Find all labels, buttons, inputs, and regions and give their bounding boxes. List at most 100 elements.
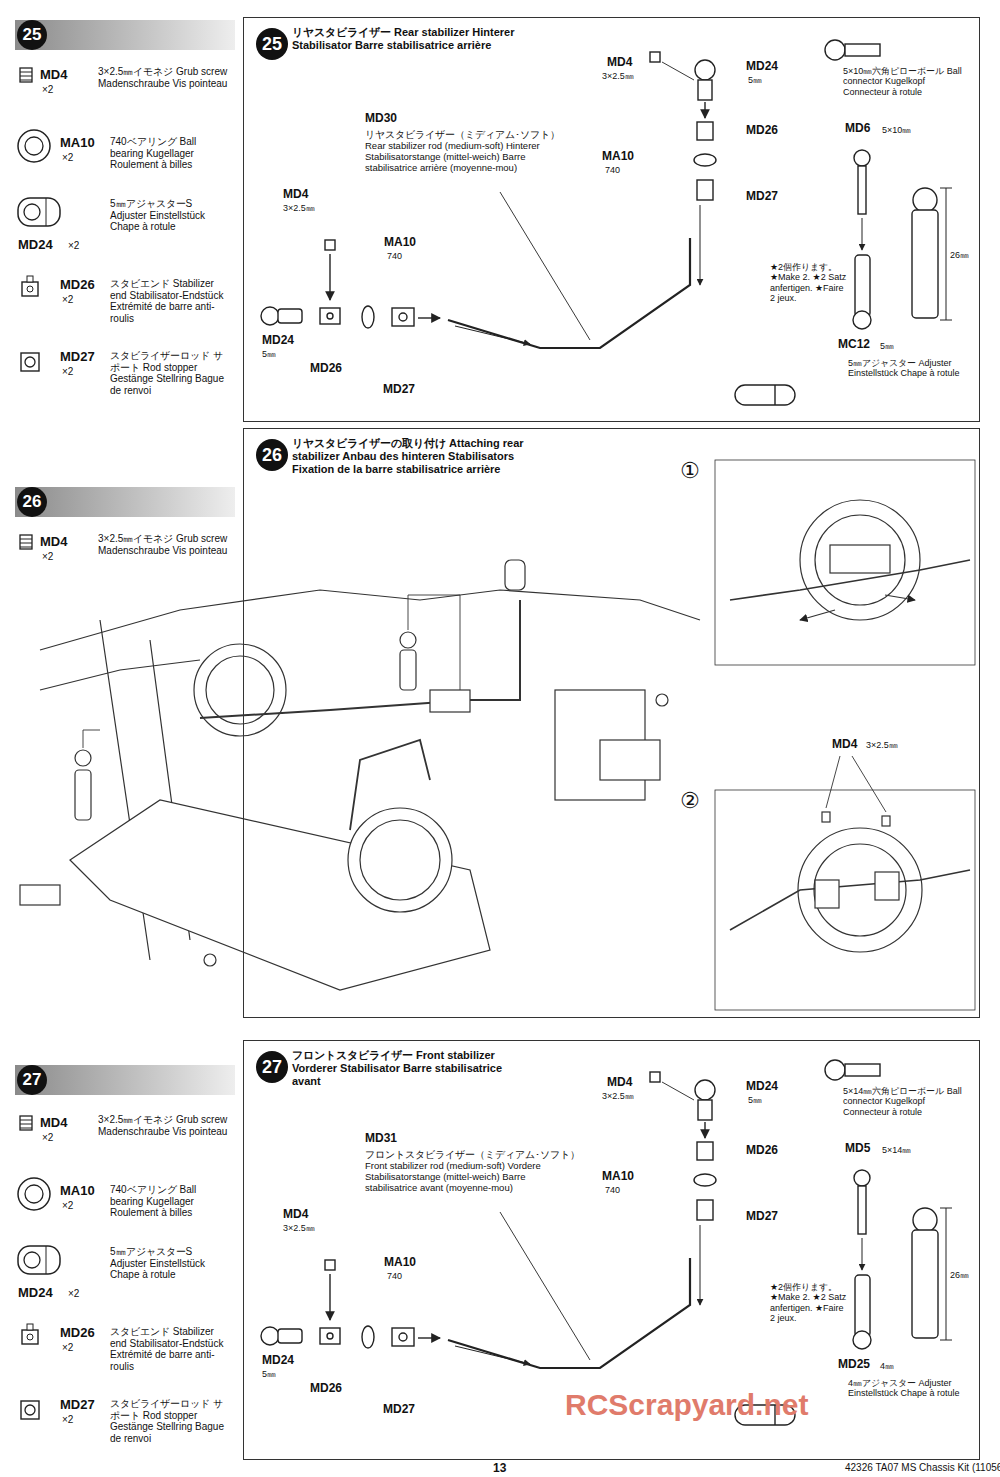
- part-code: MD27: [60, 350, 95, 365]
- step-number: 26: [256, 439, 288, 471]
- part-code: MD24: [746, 1080, 778, 1094]
- part-label: 4㎜アジャスター Adjuster Einstellstück Chape à …: [848, 1378, 968, 1399]
- step-header-bar: 27: [15, 1065, 235, 1095]
- step-heading: リヤスタビライザー Rear stabilizer Hinterer Stabi…: [292, 26, 532, 52]
- part-label: リヤスタビライザー（ミディアム･ソフト） Rear stabilizer rod…: [365, 130, 580, 174]
- part-label: 3×2.5㎜: [866, 740, 898, 750]
- part-label: 5㎜: [748, 75, 762, 85]
- part-code: MD26: [746, 124, 778, 138]
- part-label: ×2: [42, 84, 53, 96]
- part-code: MD24: [18, 1286, 53, 1301]
- part-code: MD4: [607, 1076, 632, 1090]
- part-label: 5×14㎜: [882, 1145, 911, 1155]
- part-code: MA10: [602, 150, 634, 164]
- part-code: MD4: [40, 535, 67, 550]
- part-code: MD26: [60, 1326, 95, 1341]
- step-number: 25: [256, 28, 288, 60]
- part-label: 5㎜: [880, 341, 894, 351]
- step-number: 27: [256, 1051, 288, 1083]
- part-code: MD27: [746, 190, 778, 204]
- part-label: 3×2.5㎜イモネジ Grub screw Madenschraube Vis …: [98, 1114, 228, 1137]
- part-label: 42326 TA07 MS Chassis Kit (11056616): [845, 1462, 1000, 1474]
- part-code: MA10: [602, 1170, 634, 1184]
- part-code: MD27: [383, 383, 415, 397]
- part-label: 5㎜アジャスターS Adjuster Einstellstück Chape à…: [110, 198, 230, 233]
- part-label: ×2: [68, 1288, 79, 1300]
- part-label: 5㎜: [262, 349, 276, 359]
- part-label: 3×2.5㎜イモネジ Grub screw Madenschraube Vis …: [98, 66, 228, 89]
- part-label: スタビライザーロッド サポート Rod stopper Gestänge Ste…: [110, 1398, 230, 1444]
- part-label: フロントスタビライザー（ミディアム･ソフト） Front stabilizer …: [365, 1150, 580, 1194]
- part-label: 3×2.5㎜: [602, 71, 634, 81]
- part-label: 740: [387, 1271, 402, 1281]
- part-label: ①: [680, 458, 700, 483]
- part-code: MD27: [383, 1403, 415, 1417]
- part-code: MD25: [838, 1358, 870, 1372]
- part-label: 5㎜アジャスター Adjuster Einstellstück Chape à …: [848, 358, 968, 379]
- step-number: 25: [17, 20, 47, 50]
- part-label: 3×2.5㎜: [283, 1223, 315, 1233]
- part-label: 4㎜: [880, 1361, 894, 1371]
- part-label: ×2: [42, 551, 53, 563]
- part-label: ×2: [62, 366, 73, 378]
- part-code: MD24: [262, 334, 294, 348]
- watermark: RCScrapyard.net: [565, 1388, 808, 1423]
- part-code: MD26: [310, 1382, 342, 1396]
- part-label: ×2: [62, 1414, 73, 1426]
- part-label: 5×10㎜: [882, 125, 911, 135]
- part-code: MD31: [365, 1132, 397, 1146]
- part-label: 3×2.5㎜: [602, 1091, 634, 1101]
- part-code: MD4: [40, 68, 67, 83]
- step-number: 26: [17, 487, 47, 517]
- part-label: スタビライザーロッド サポート Rod stopper Gestänge Ste…: [110, 350, 230, 396]
- part-label: ×2: [62, 152, 73, 164]
- part-code: MD27: [60, 1398, 95, 1413]
- part-label: 3×2.5㎜: [283, 203, 315, 213]
- step-heading: リヤスタビライザーの取り付け Attaching rear stabilizer…: [292, 437, 532, 477]
- part-code: MD4: [283, 1208, 308, 1222]
- part-code: MA10: [60, 1184, 95, 1199]
- part-label: 5㎜: [262, 1369, 276, 1379]
- part-label: 740ベアリング Ball bearing Kugellager Rouleme…: [110, 1184, 230, 1219]
- step-heading: フロントスタビライザー Front stabilizer Vorderer St…: [292, 1049, 532, 1089]
- part-code: MC12: [838, 338, 870, 352]
- part-code: MD30: [365, 112, 397, 126]
- part-code: MA10: [384, 1256, 416, 1270]
- part-code: MD5: [845, 1142, 870, 1156]
- part-label: スタビエンド Stabilizer end Stabilisator-Endst…: [110, 278, 230, 324]
- part-label: 5×14㎜六角ピローボール Ball connector Kugelkopf C…: [843, 1086, 968, 1117]
- part-label: 13: [493, 1462, 506, 1476]
- part-label: ×2: [62, 294, 73, 306]
- step-panel: 26リヤスタビライザーの取り付け Attaching rear stabiliz…: [243, 428, 980, 1018]
- part-code: MD4: [283, 188, 308, 202]
- part-label: 3×2.5㎜イモネジ Grub screw Madenschraube Vis …: [98, 533, 228, 556]
- part-code: MD4: [607, 56, 632, 70]
- part-label: ×2: [68, 240, 79, 252]
- part-label: 5×10㎜六角ピローボール Ball connector Kugelkopf C…: [843, 66, 968, 97]
- part-code: MD24: [18, 238, 53, 253]
- part-label: ×2: [42, 1132, 53, 1144]
- part-label: 740: [605, 165, 620, 175]
- part-code: MA10: [384, 236, 416, 250]
- part-code: MD27: [746, 1210, 778, 1224]
- part-label: 5㎜アジャスターS Adjuster Einstellstück Chape à…: [110, 1246, 230, 1281]
- part-label: 740: [605, 1185, 620, 1195]
- part-code: MD6: [845, 122, 870, 136]
- part-code: MD26: [746, 1144, 778, 1158]
- part-label: ②: [680, 788, 700, 813]
- part-label: 740: [387, 251, 402, 261]
- part-label: ×2: [62, 1200, 73, 1212]
- part-code: MD4: [40, 1116, 67, 1131]
- part-label: ★2個作ります。 ★Make 2. ★2 Satz anfertigen. ★F…: [770, 262, 850, 303]
- part-code: MA10: [60, 136, 95, 151]
- step-header-bar: 25: [15, 20, 235, 50]
- part-code: MD24: [746, 60, 778, 74]
- part-label: スタビエンド Stabilizer end Stabilisator-Endst…: [110, 1326, 230, 1372]
- part-label: 740ベアリング Ball bearing Kugellager Rouleme…: [110, 136, 230, 171]
- part-code: MD24: [262, 1354, 294, 1368]
- part-label: ★2個作ります。 ★Make 2. ★2 Satz anfertigen. ★F…: [770, 1282, 850, 1323]
- part-label: 5㎜: [748, 1095, 762, 1105]
- part-label: ×2: [62, 1342, 73, 1354]
- step-header-bar: 26: [15, 487, 235, 517]
